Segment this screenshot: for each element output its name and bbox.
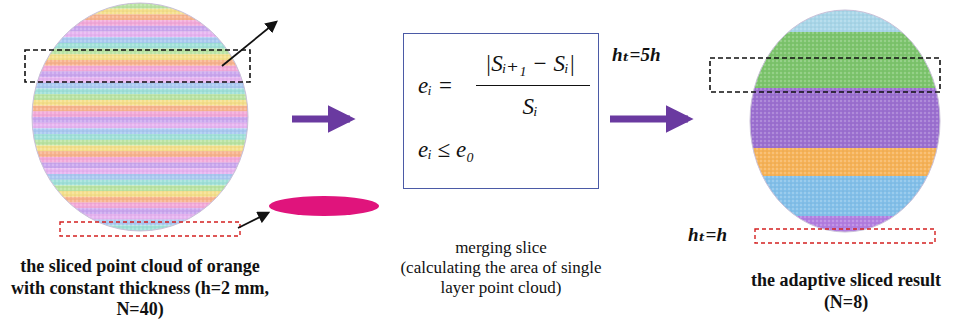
process-caption: (calculating the area of single layer po… xyxy=(399,258,603,299)
process-arrow xyxy=(292,116,350,123)
formula-text: |Sᵢ₊₁ − Sᵢ| xyxy=(485,52,575,75)
dashed-frame-red xyxy=(60,222,240,236)
dashed-frame-red xyxy=(755,229,935,243)
height-label: hₜ=h xyxy=(688,224,727,247)
process-caption: merging slice xyxy=(391,238,611,258)
orange-outline xyxy=(750,10,940,232)
formula-text: eᵢ = xyxy=(418,74,453,97)
adaptive-point-cloud xyxy=(745,8,945,236)
figure-caption: the sliced point cloud of orange with co… xyxy=(7,256,273,321)
dashed-frame xyxy=(710,58,940,92)
sliced-point-cloud xyxy=(30,3,250,231)
process-arrow xyxy=(610,116,688,123)
fraction-bar xyxy=(476,85,590,86)
formula-text: eᵢ ≤ e₀ xyxy=(418,138,474,161)
single-slice xyxy=(269,196,379,216)
orange-outline xyxy=(32,3,248,231)
formula-box: eᵢ = |Sᵢ₊₁ − Sᵢ| Sᵢ eᵢ ≤ e₀ xyxy=(403,33,599,189)
leader-arrow xyxy=(238,213,268,228)
dashed-frame xyxy=(25,50,250,82)
leader-arrow xyxy=(222,22,276,66)
formula-text: Sᵢ xyxy=(522,95,537,118)
height-label: hₜ=5h xyxy=(612,44,661,67)
figure-caption: the adaptive sliced result (N=8) xyxy=(739,270,953,313)
